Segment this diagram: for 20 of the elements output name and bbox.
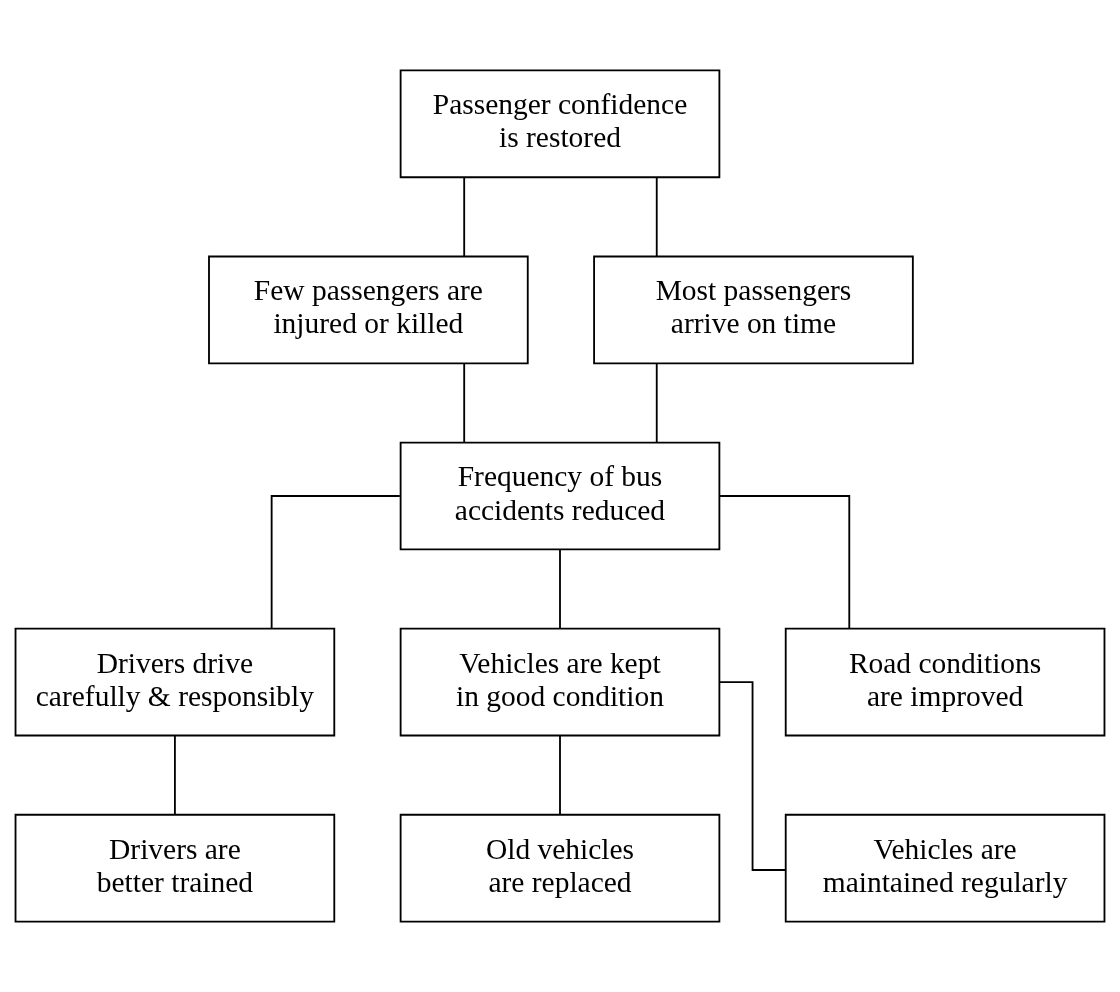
node-box: Few passengers are injured or killed xyxy=(208,255,529,365)
node-box: Most passengers arrive on time xyxy=(593,255,914,365)
node-box: Drivers drive carefully & responsibly xyxy=(14,627,336,737)
node-box: Drivers are better trained xyxy=(14,813,336,923)
node-box: Old vehicles are replaced xyxy=(399,813,721,923)
connector xyxy=(655,362,658,444)
connector xyxy=(718,495,851,630)
node-box: Vehicles are kept in good condition xyxy=(399,627,721,737)
connector xyxy=(270,495,401,630)
connector xyxy=(463,362,466,444)
connector xyxy=(174,735,176,816)
connector xyxy=(559,735,561,816)
connector xyxy=(463,176,466,258)
connector xyxy=(718,681,787,871)
node-box: Passenger confidence is restored xyxy=(399,69,721,179)
connector xyxy=(655,176,658,258)
node-box: Frequency of bus accidents reduced xyxy=(399,441,721,551)
node-box: Road conditions are improved xyxy=(784,627,1106,737)
connector xyxy=(559,548,561,630)
node-box: Vehicles are maintained regularly xyxy=(784,813,1106,923)
